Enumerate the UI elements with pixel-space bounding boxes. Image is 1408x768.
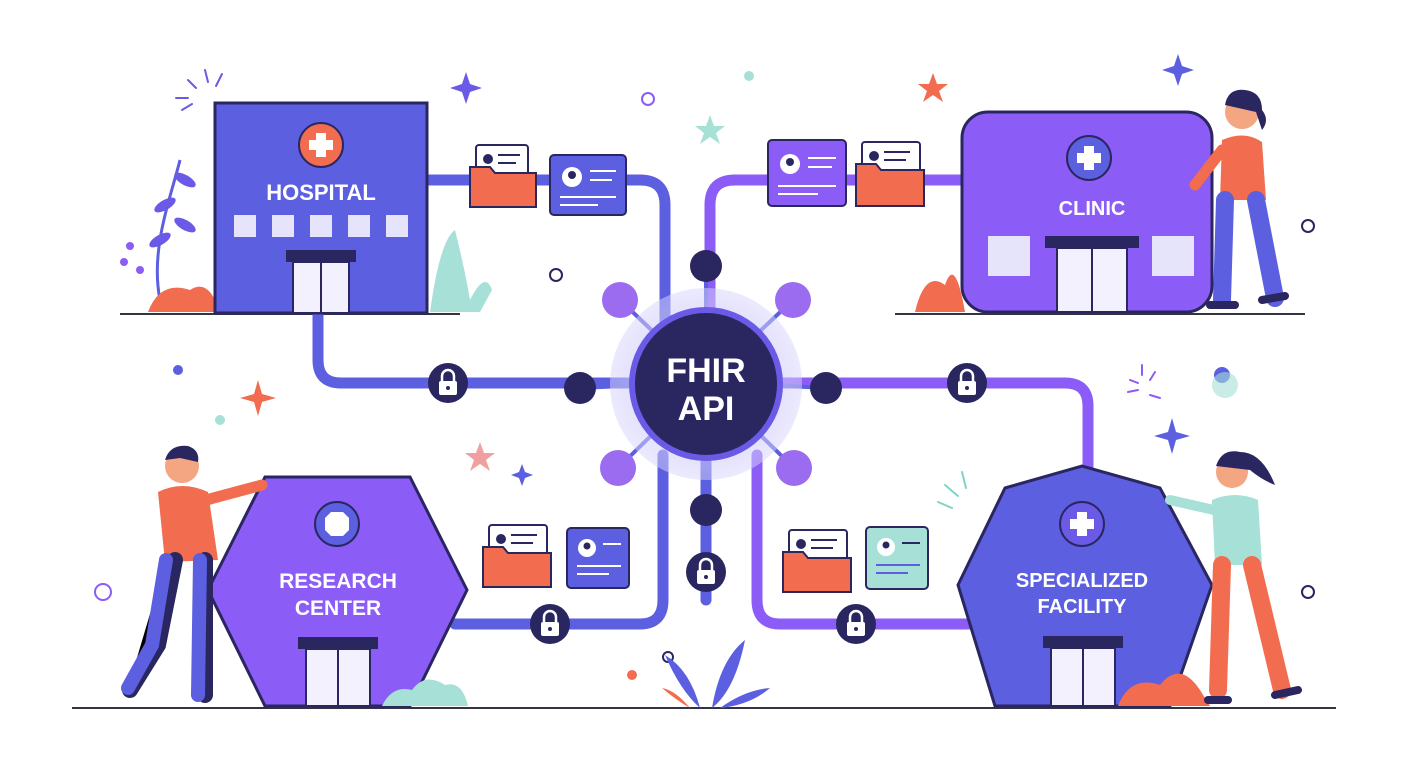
node-dark-right	[810, 372, 842, 404]
data-documents	[469, 139, 929, 593]
hospital-label: HOSPITAL	[266, 180, 376, 205]
path-research-bottom	[449, 449, 669, 630]
node-violet-tl	[602, 282, 638, 318]
patient-record-card-icon	[549, 154, 627, 216]
path-specialized-bottom	[751, 449, 981, 630]
padlock-icon	[530, 604, 570, 644]
hospital-building: HOSPITAL	[120, 101, 492, 315]
person-illustration-specialized	[1165, 451, 1302, 704]
specialized-label-line2: FACILITY	[1038, 596, 1128, 618]
node-dark-top	[690, 250, 722, 282]
decorations	[94, 54, 1315, 708]
path-clinic-top	[704, 174, 968, 351]
patient-record-card-icon	[865, 526, 929, 590]
node-dark-bottom	[690, 494, 722, 526]
research-label-line1: RESEARCH	[279, 570, 397, 593]
clinic-building: CLINIC	[915, 110, 1214, 314]
person-illustration-research	[121, 445, 268, 703]
person-illustration-clinic	[1189, 89, 1289, 309]
padlock-icon	[947, 363, 987, 403]
folder-icon	[782, 529, 852, 593]
sparkle-star-icon	[1154, 418, 1190, 454]
research-label-line2: CENTER	[295, 597, 381, 620]
hub-label-line2: API	[678, 390, 735, 428]
sparkle-star-icon	[240, 380, 276, 416]
sparkle-star-icon	[511, 464, 533, 486]
node-violet-br	[776, 450, 812, 486]
folder-icon	[469, 144, 537, 208]
specialized-facility-building: SPECIALIZED FACILITY	[956, 464, 1214, 708]
leaf-plant-icon	[665, 640, 770, 708]
octagon-icon	[325, 512, 349, 536]
patient-record-card-icon	[767, 139, 847, 207]
star-icon	[695, 115, 725, 144]
node-dark-left	[564, 372, 596, 404]
star-icon	[465, 442, 495, 471]
path-specialized-right	[754, 377, 1094, 474]
sparkle-star-icon	[1162, 54, 1194, 86]
path-hospital-top	[419, 174, 671, 351]
star-icon	[918, 73, 948, 102]
folder-icon	[855, 141, 925, 207]
node-violet-bl	[600, 450, 636, 486]
connection-paths	[312, 174, 1094, 630]
specialized-label-line1: SPECIALIZED	[1016, 570, 1148, 592]
padlock-icons	[428, 363, 987, 644]
padlock-icon	[428, 363, 468, 403]
research-center-building: RESEARCH CENTER	[206, 475, 469, 708]
hub-nodes	[564, 250, 842, 526]
patient-record-card-icon	[566, 527, 630, 589]
fhir-api-hub: FHIR API	[610, 288, 802, 480]
sparkle-star-icon	[450, 72, 482, 104]
node-violet-tr	[775, 282, 811, 318]
folder-icon	[482, 524, 552, 588]
path-hospital-left	[312, 306, 646, 389]
clinic-label: CLINIC	[1059, 198, 1126, 220]
leaf-plant-icon	[155, 159, 182, 301]
padlock-icon	[686, 552, 726, 592]
hub-label-line1: FHIR	[666, 352, 745, 390]
padlock-icon	[836, 604, 876, 644]
